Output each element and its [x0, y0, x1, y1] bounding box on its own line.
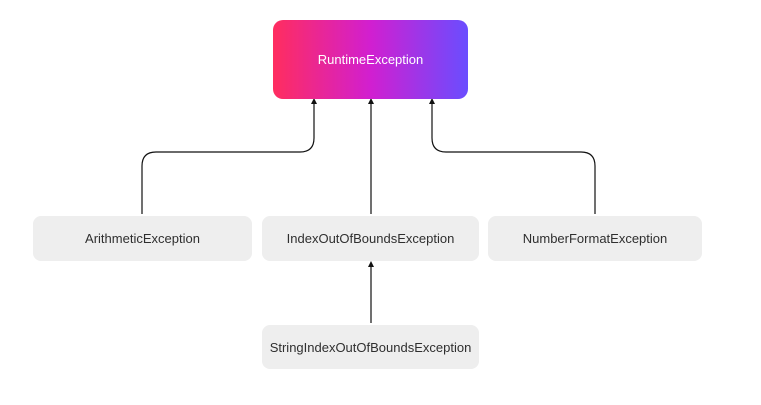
node-arithmetic-exception: ArithmeticException — [33, 216, 252, 261]
node-runtime-exception-label: RuntimeException — [317, 52, 424, 67]
arrowhead-numberformat — [429, 98, 435, 104]
node-arithmetic-exception-label: ArithmeticException — [85, 231, 200, 246]
arrowhead-arithmetic — [311, 98, 317, 104]
arrowhead-stringindexoob — [368, 261, 374, 267]
node-index-out-of-bounds-exception-label: IndexOutOfBoundsException — [286, 231, 455, 246]
edge-numberformat-to-runtime — [431, 101, 596, 214]
node-index-out-of-bounds-exception: IndexOutOfBoundsException — [262, 216, 479, 261]
node-string-index-out-of-bounds-exception: StringIndexOutOfBoundsException — [262, 325, 479, 369]
edge-arithmetic-to-runtime — [141, 101, 315, 214]
arrowhead-indexoob — [368, 98, 374, 104]
node-number-format-exception-label: NumberFormatException — [522, 231, 668, 246]
node-string-index-out-of-bounds-exception-label: StringIndexOutOfBoundsException — [269, 339, 472, 355]
node-number-format-exception: NumberFormatException — [488, 216, 702, 261]
node-runtime-exception: RuntimeException — [273, 20, 468, 99]
